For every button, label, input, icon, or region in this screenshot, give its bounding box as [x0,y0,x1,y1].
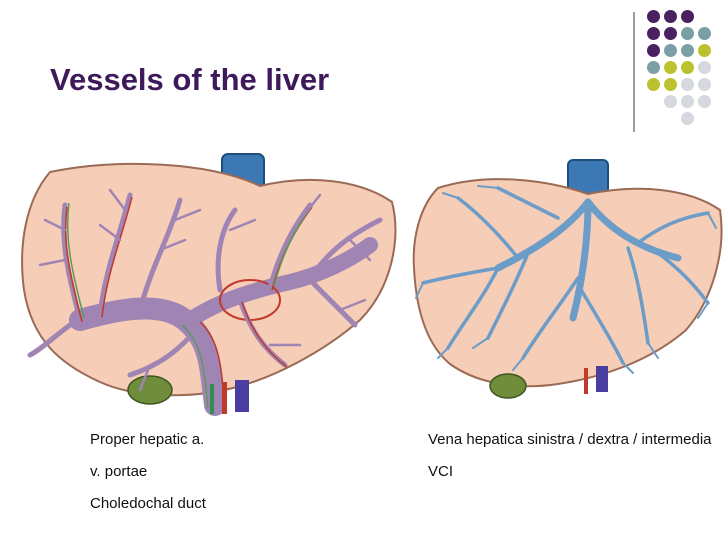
divider-line [633,12,635,132]
decorative-dot [681,112,694,125]
decorative-dot-grid [647,10,727,130]
decorative-dot [681,10,694,23]
decorative-dot [647,78,660,91]
liver-hepatic-veins-illustration [412,159,723,399]
liver-outline [412,178,723,388]
decorative-dot [647,10,660,23]
caption-proper-hepatic-artery: Proper hepatic a. [90,431,205,448]
decorative-dot [698,44,711,57]
decorative-dot [647,61,660,74]
decorative-dot [647,44,660,57]
decorative-dot [681,95,694,108]
decorative-dot [681,44,694,57]
decorative-dot [664,44,677,57]
decorative-dot [664,10,677,23]
decorative-dot [664,78,677,91]
decorative-dot [681,78,694,91]
decorative-dot [647,27,660,40]
decorative-dot [664,27,677,40]
caption-hepatic-veins: Vena hepatica sinistra / dextra / interm… [428,431,712,448]
decorative-dot [681,61,694,74]
decorative-dot [681,27,694,40]
decorative-dot [698,95,711,108]
caption-vci: VCI [428,463,454,480]
gallbladder-shape [127,375,173,405]
decorative-dot [698,78,711,91]
right-caption-list: Vena hepatica sinistra / dextra / interm… [428,430,718,494]
decorative-dot [664,61,677,74]
liver-portal-system-illustration [21,153,397,416]
decorative-dot [664,95,677,108]
left-caption-list: Proper hepatic a. v. portae Choledochal … [90,430,350,526]
caption-portal-vein: v. portae [90,463,148,480]
caption-choledochal-duct: Choledochal duct [90,495,206,512]
decorative-dot [698,61,711,74]
decorative-dot [698,27,711,40]
slide-title: Vessels of the liver [50,62,330,97]
